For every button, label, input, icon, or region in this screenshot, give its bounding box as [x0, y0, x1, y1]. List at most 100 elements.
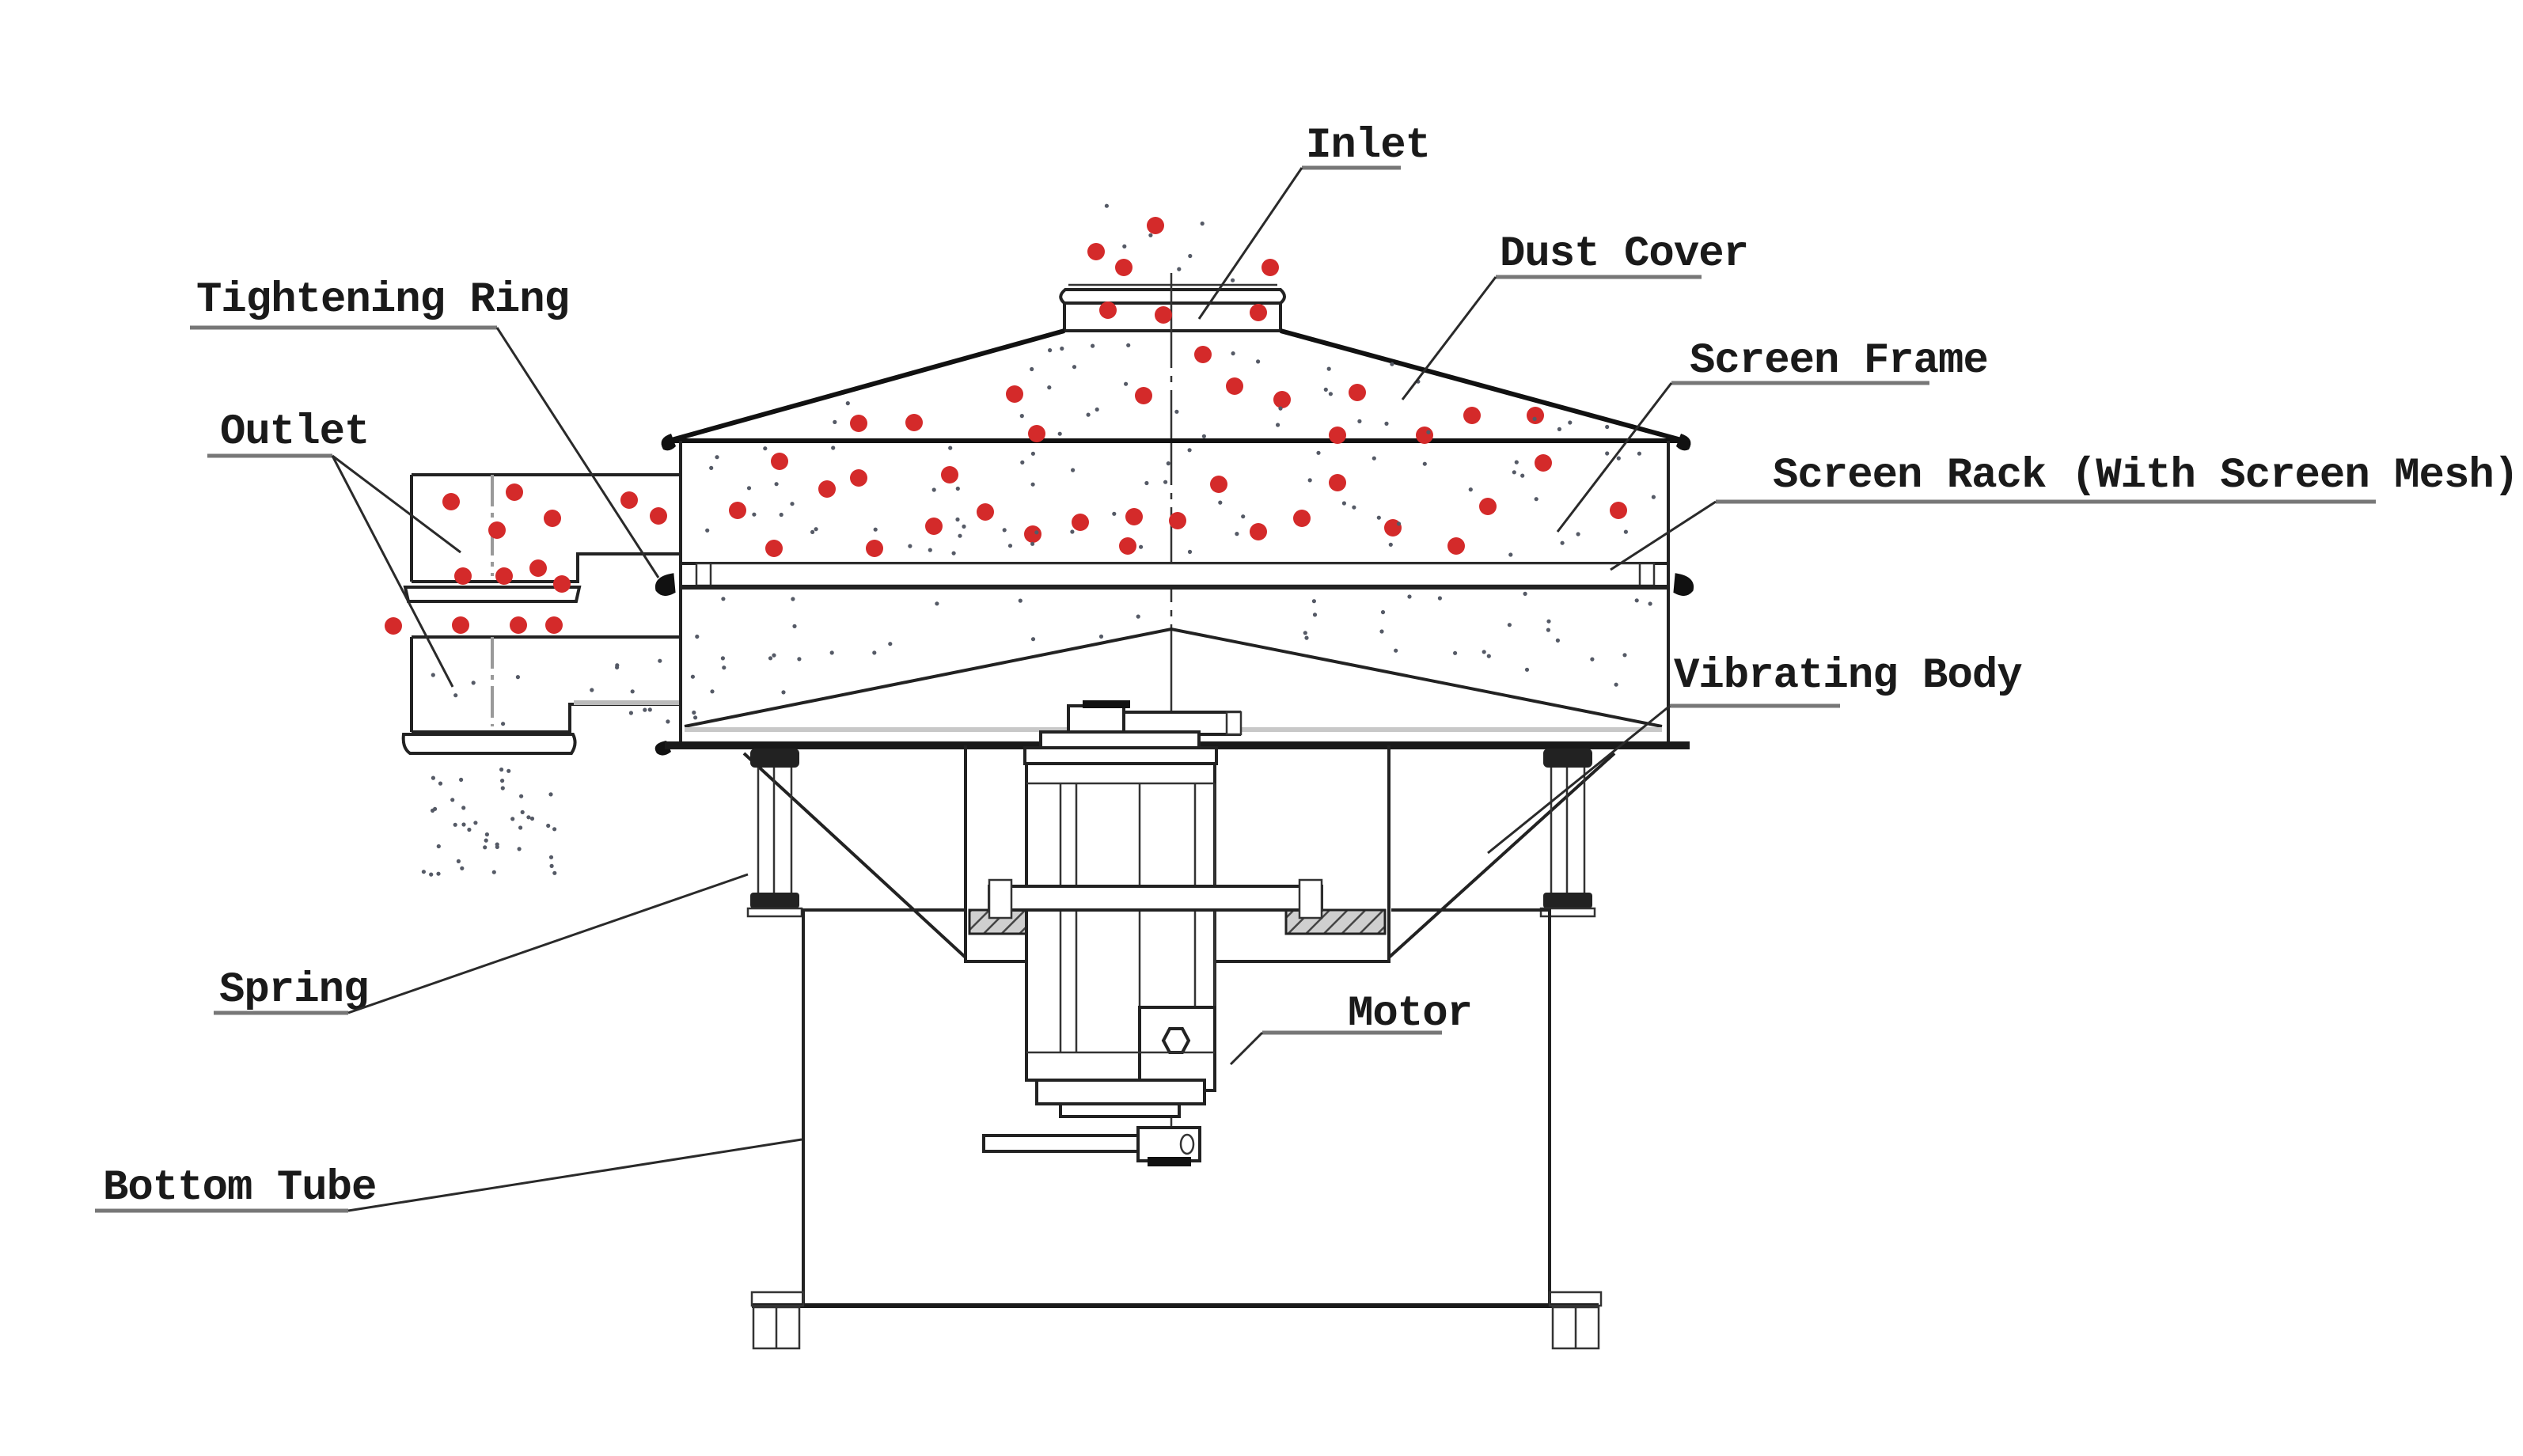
fine-particle	[951, 551, 956, 555]
fine-particle	[1311, 599, 1316, 604]
callout-spring: Spring	[214, 873, 749, 1015]
fine-particle	[515, 675, 521, 680]
label-motor: Motor	[1348, 990, 1472, 1038]
fine-particle	[955, 517, 960, 522]
coarse-particle	[925, 518, 943, 535]
fine-particle	[499, 767, 504, 772]
fine-particle	[833, 419, 837, 425]
fine-particle	[1002, 528, 1007, 533]
fine-particle	[552, 870, 557, 875]
coarse-particle	[1349, 384, 1366, 401]
fine-particle	[1177, 267, 1182, 271]
coarse-particle	[553, 575, 571, 593]
fine-particle	[1520, 473, 1525, 478]
coarse-particle	[1527, 407, 1544, 424]
coarse-particle	[1135, 387, 1152, 404]
fine-particle	[643, 707, 647, 712]
fine-particle	[831, 446, 836, 450]
coarse-particle	[1099, 301, 1117, 319]
fine-particle	[908, 544, 912, 548]
fine-particle	[797, 657, 802, 662]
label-screen-rack: Screen Rack (With Screen Mesh)	[1773, 452, 2518, 500]
fine-particle	[1376, 515, 1381, 520]
fine-particle	[1390, 362, 1394, 366]
fine-particle	[431, 808, 435, 813]
fine-particle	[1098, 634, 1104, 639]
coarse-particle	[1028, 425, 1045, 442]
fine-particle	[791, 597, 795, 601]
fine-particle	[1231, 278, 1235, 282]
coarse-particle	[1006, 385, 1023, 403]
coarse-particle	[510, 616, 527, 634]
coarse-particle	[941, 466, 958, 483]
coarse-particle	[442, 493, 460, 510]
coarse-particle	[1535, 454, 1552, 472]
label-spring: Spring	[219, 966, 368, 1014]
coarse-particle	[1115, 259, 1133, 276]
fine-particle	[1482, 650, 1486, 654]
coarse-particle	[1262, 259, 1279, 276]
fine-particle	[461, 822, 466, 827]
coarse-particle	[495, 567, 513, 585]
fine-particle	[962, 524, 966, 529]
fine-particle	[453, 693, 458, 698]
fine-particle	[1187, 549, 1193, 555]
fine-particle	[1030, 637, 1036, 642]
fine-particle	[720, 656, 726, 661]
fine-particle	[1304, 635, 1309, 640]
fine-particle	[1357, 419, 1362, 424]
fine-particle	[1341, 501, 1346, 506]
fine-particle	[421, 870, 427, 874]
fine-particle	[459, 777, 464, 783]
fine-particle	[453, 822, 457, 827]
fine-particle	[752, 512, 757, 517]
fine-particle	[1555, 638, 1560, 643]
fine-particle	[1188, 253, 1193, 259]
fine-particle	[483, 845, 488, 850]
fine-particle	[1072, 365, 1077, 370]
fine-particle	[1163, 480, 1168, 484]
coarse-particle	[850, 469, 867, 487]
fine-particle	[517, 847, 522, 851]
fine-particle	[484, 832, 490, 837]
coarse-particle	[1329, 474, 1346, 491]
coarse-particle	[1250, 304, 1267, 321]
fine-particle	[615, 665, 620, 670]
fine-particle	[1020, 460, 1025, 465]
fine-particle	[1590, 657, 1595, 662]
coarse-particle	[1194, 346, 1212, 363]
fine-particle	[1060, 346, 1064, 351]
fine-particle	[715, 455, 719, 460]
fine-particle	[1648, 601, 1652, 606]
fine-particle	[1534, 497, 1538, 502]
label-bottom-tube: Bottom Tube	[103, 1164, 376, 1212]
fine-particle	[647, 707, 652, 712]
fine-particle	[928, 548, 932, 552]
fine-particle	[1030, 366, 1034, 372]
fine-particle	[1453, 650, 1458, 655]
fine-particle	[630, 689, 635, 694]
coarse-particle	[1024, 525, 1041, 543]
fine-particle	[1422, 461, 1427, 466]
fine-particle	[790, 502, 795, 506]
fine-particle	[1514, 460, 1519, 464]
fine-particle	[1278, 406, 1283, 411]
coarse-particle	[1147, 217, 1164, 234]
coarse-particle	[1384, 519, 1402, 537]
fine-particle	[1124, 381, 1129, 386]
fine-particle	[1235, 532, 1239, 537]
coarse-particle	[620, 491, 638, 509]
fine-particle	[1407, 594, 1412, 599]
fine-particle	[1200, 221, 1205, 226]
fine-particle	[1139, 544, 1144, 549]
label-vibrating-body: Vibrating Body	[1674, 652, 2022, 700]
fine-particle	[1512, 470, 1516, 475]
fine-particle	[935, 601, 939, 606]
coarse-particle	[1463, 407, 1481, 424]
fine-particle	[1508, 552, 1513, 557]
coarse-particle	[850, 415, 867, 432]
coarse-particle	[545, 616, 563, 634]
coarse-particle	[452, 616, 469, 634]
fine-particle	[814, 527, 818, 532]
